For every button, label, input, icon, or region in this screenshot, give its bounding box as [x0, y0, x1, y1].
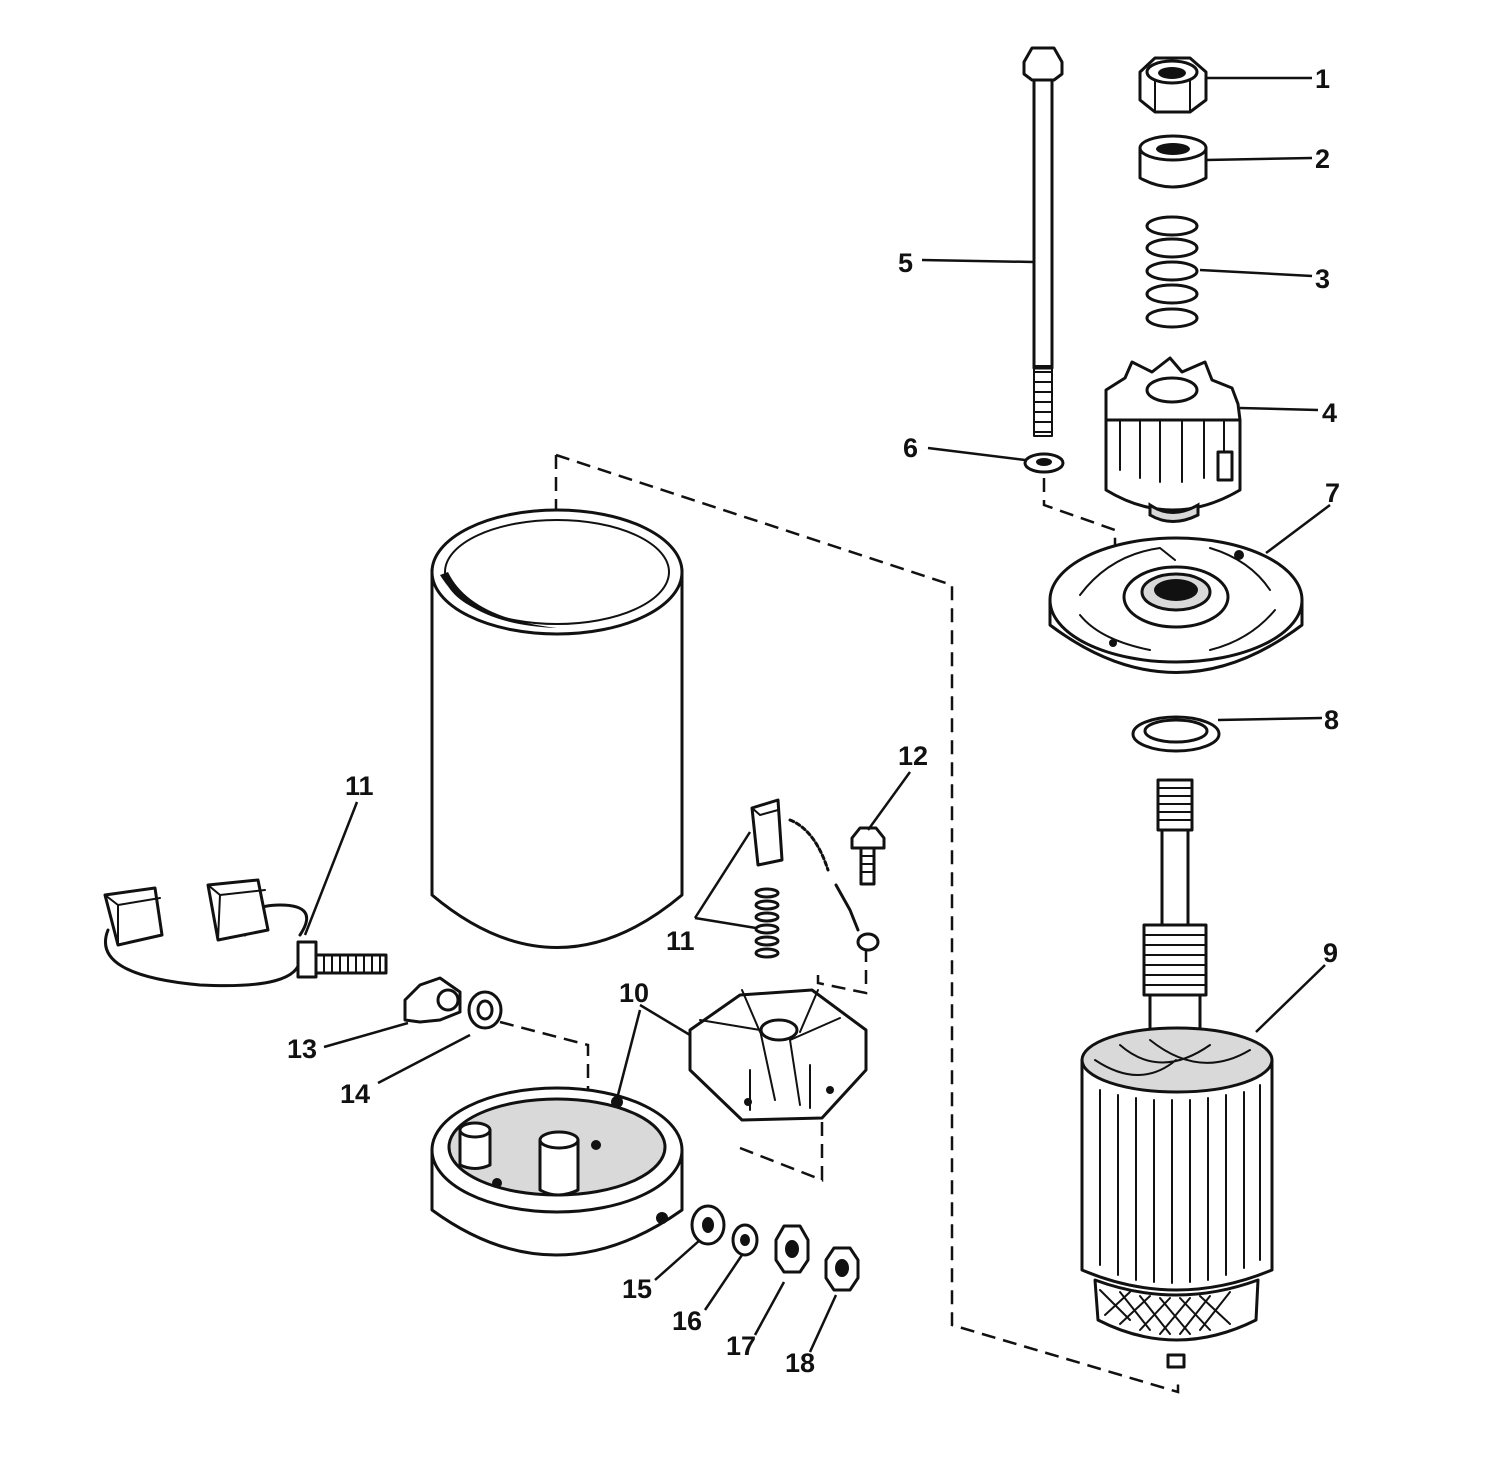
part-13-terminal-block	[403, 976, 462, 1024]
callout-9: 9	[1323, 938, 1338, 968]
callout-5: 5	[898, 248, 913, 278]
part-3-spring	[1145, 215, 1199, 329]
leader-lines	[303, 76, 1331, 1353]
part-11-brush-set-left	[103, 878, 388, 988]
callout-14: 14	[340, 1079, 370, 1109]
part-18-nut	[824, 1246, 860, 1292]
callout-11-right: 11	[666, 926, 695, 956]
callout-8: 8	[1324, 705, 1339, 735]
callout-6: 6	[903, 433, 918, 463]
part-7-head	[1048, 536, 1304, 674]
frame-cylinder	[430, 508, 684, 949]
part-8-thrust-washer	[1131, 715, 1221, 753]
part-9-armature	[1080, 778, 1274, 1369]
callout-1: 1	[1315, 64, 1330, 94]
callout-4: 4	[1322, 398, 1337, 428]
part-1-hex-nut	[1138, 56, 1208, 114]
callout-12: 12	[898, 741, 928, 771]
callout-3: 3	[1315, 264, 1330, 294]
callout-13: 13	[287, 1034, 317, 1064]
callout-16: 16	[672, 1306, 702, 1336]
callout-2: 2	[1315, 144, 1330, 174]
part-17-nut	[774, 1224, 810, 1274]
part-10-brush-holder	[688, 988, 868, 1122]
callout-17: 17	[726, 1331, 756, 1361]
callout-15: 15	[622, 1274, 652, 1304]
part-2-collar	[1138, 134, 1208, 189]
callout-labels: 1 2 3 4 5 6 7 8 9 10 11 11 12 13 14 15 1…	[287, 64, 1340, 1378]
callout-7: 7	[1325, 478, 1340, 508]
part-10-end-cap	[430, 1086, 684, 1257]
callout-18: 18	[785, 1348, 815, 1378]
part-5-through-bolt	[1022, 46, 1064, 437]
part-4-drive-pinion	[1104, 356, 1242, 523]
part-12-screw	[834, 826, 886, 952]
part-6-lock-washer	[1023, 452, 1065, 474]
part-16-lock-washer	[731, 1223, 759, 1257]
callout-11-left: 11	[345, 771, 374, 801]
part-14-washer	[467, 990, 503, 1030]
callout-10: 10	[619, 978, 649, 1008]
part-15-washer	[690, 1204, 726, 1246]
part-11-brush-spring-right	[750, 798, 830, 959]
